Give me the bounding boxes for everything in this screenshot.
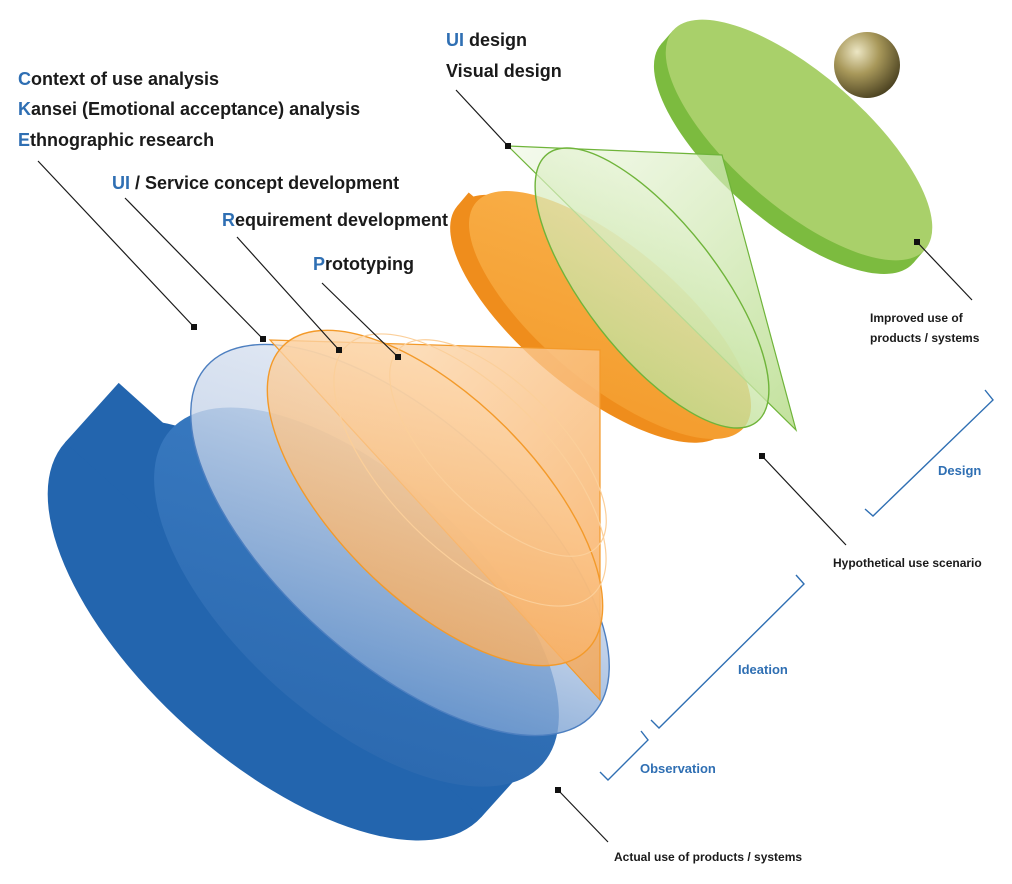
label-ethnographic-research: Ethnographic research [18,130,214,150]
label-improved-use-line1: Improved use of [870,311,964,325]
label-visual-design: Visual design [446,61,562,81]
label-prototyping: Prototyping [313,254,414,274]
phase-label-design: Design [938,463,981,478]
orange-cone [266,329,607,702]
phase-brackets [599,389,994,781]
label-ui-design: UI design [446,30,527,50]
green-disc [653,19,933,274]
label-kansei-analysis: Kansei (Emotional acceptance) analysis [18,99,360,119]
label-hypothetical-use: Hypothetical use scenario [833,556,982,570]
label-ui-service-concept: UI / Service concept development [112,173,399,193]
phase-label-observation: Observation [640,761,716,776]
label-actual-use: Actual use of products / systems [614,850,802,864]
label-requirement-development: Requirement development [222,210,448,230]
sphere-decoration [834,32,900,98]
green-cone [506,145,798,432]
phase-label-ideation: Ideation [738,662,788,677]
leader-lines [37,89,973,843]
label-improved-use-line2: products / systems [870,331,980,345]
label-context-of-use: Context of use analysis [18,69,219,89]
